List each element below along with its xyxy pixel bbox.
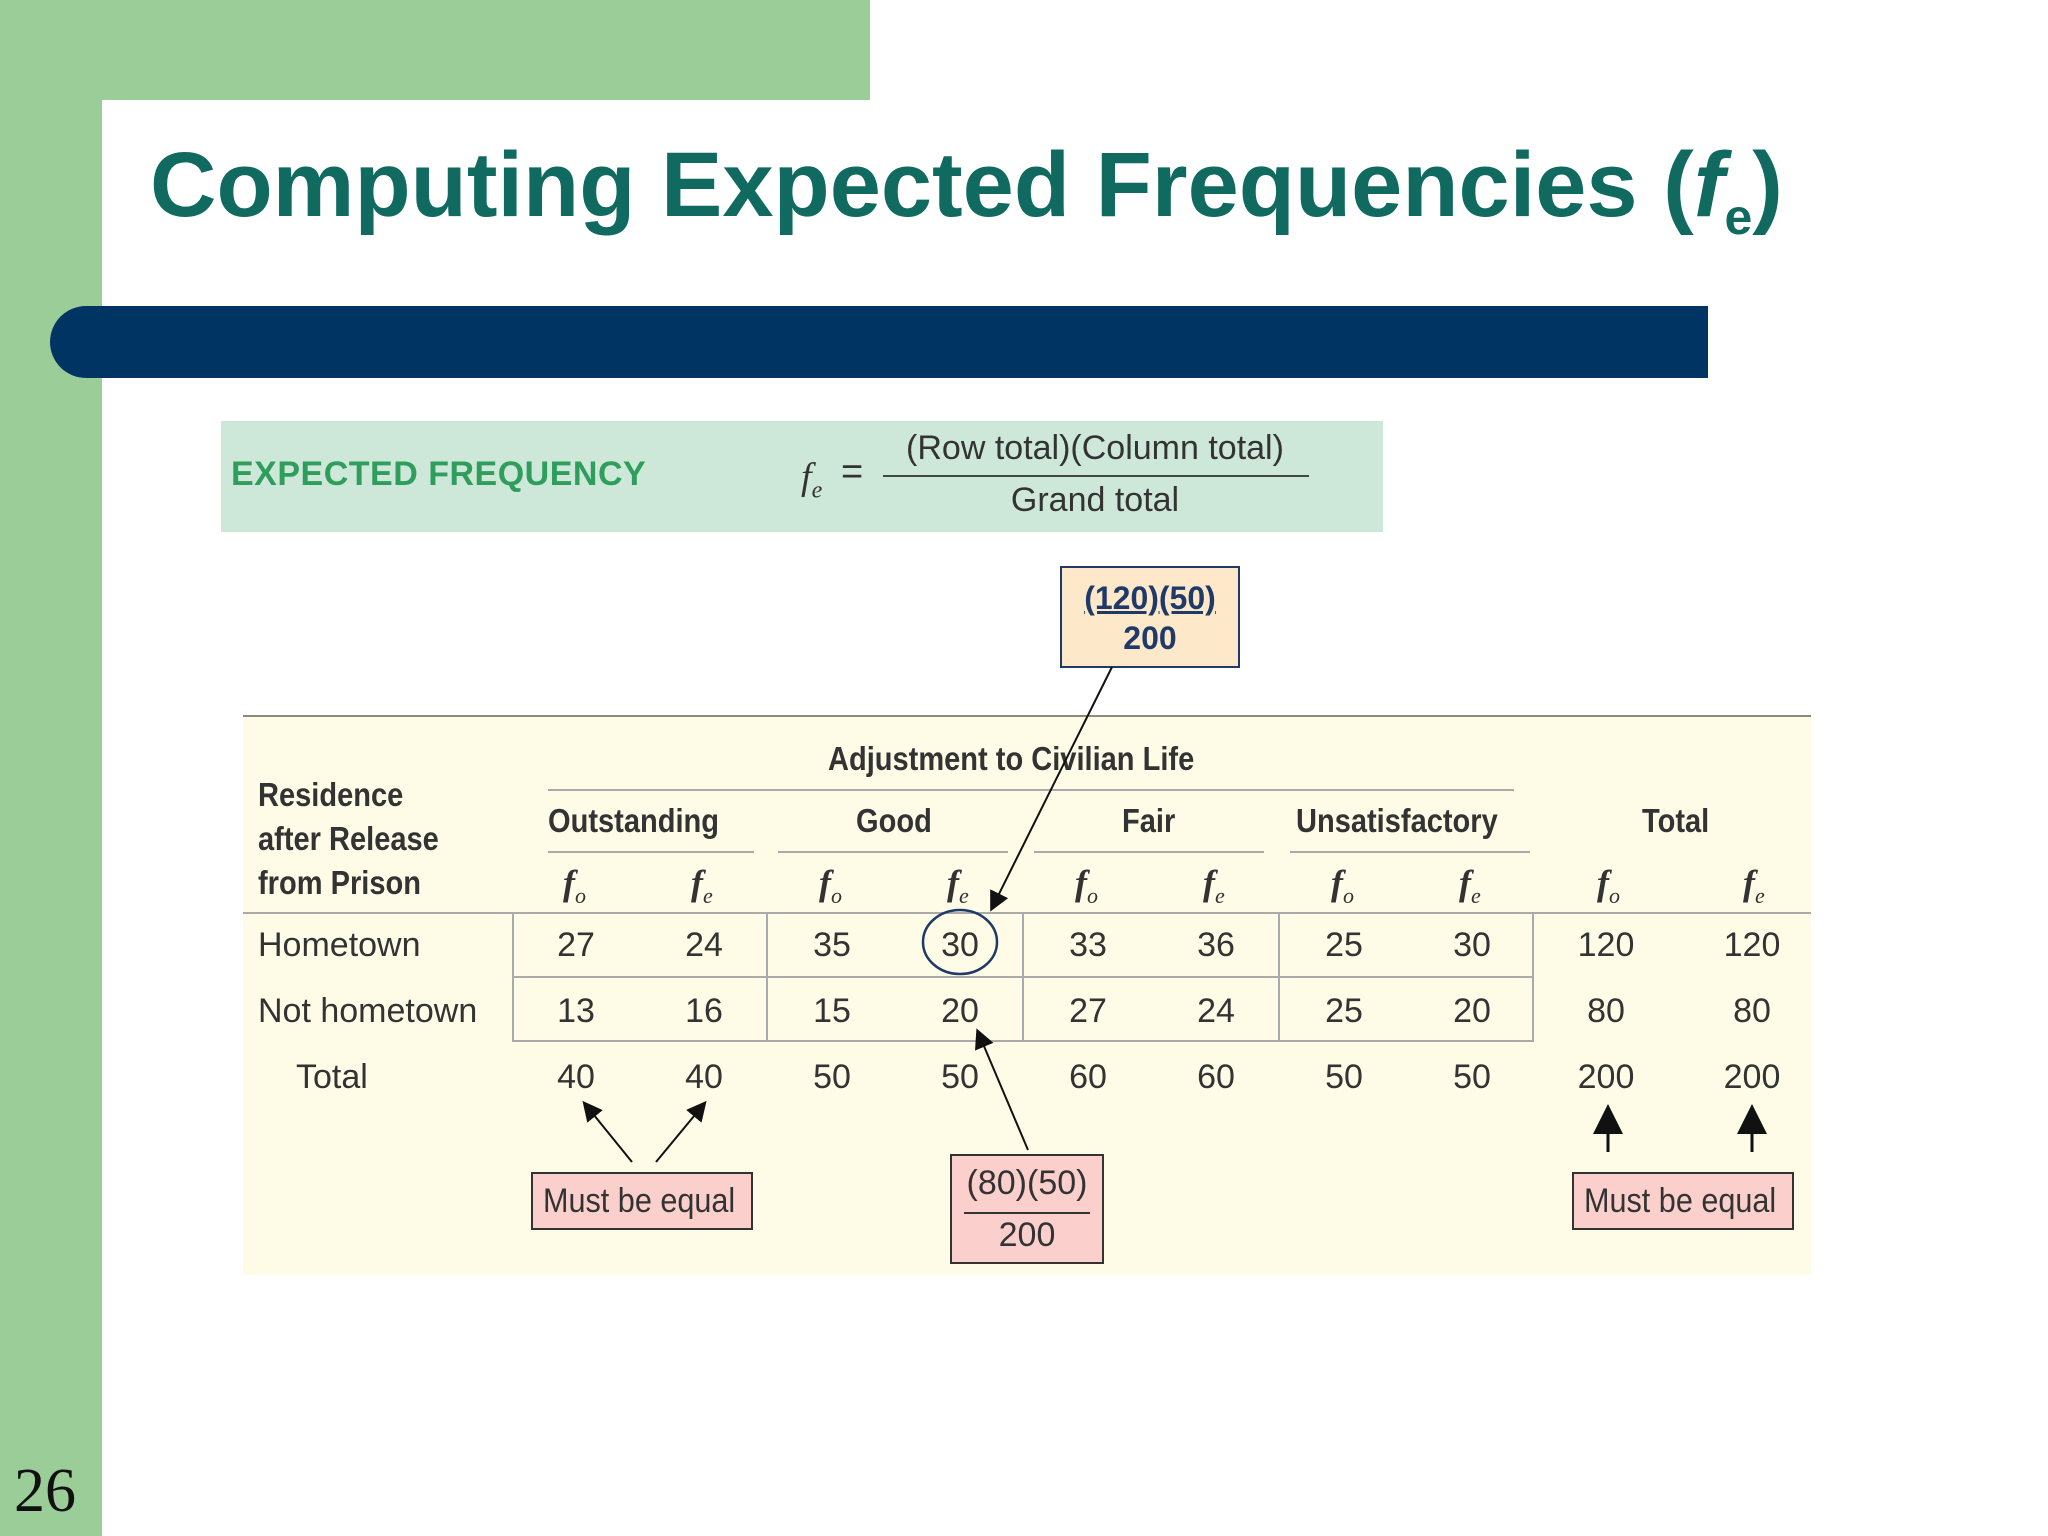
row-label-not-hometown: Not hometown [258, 992, 478, 1030]
subheader-fo: fo [1331, 863, 1354, 909]
callout-hometown-good-calc: (120)(50) 200 [1060, 566, 1240, 668]
header-bottom-rule [243, 912, 1811, 914]
callout-fraction-line [964, 1212, 1090, 1214]
table-cell-total: 50 [1453, 1058, 1491, 1096]
column-divider [766, 912, 768, 1042]
callout-numerator: (80)(50) [966, 1164, 1088, 1202]
subheader-fo: fo [1597, 863, 1620, 909]
row-label-total: Total [296, 1058, 368, 1096]
formula-equals: = [841, 451, 864, 493]
table-cell: 16 [685, 992, 723, 1030]
table-cell-total: 200 [1723, 1058, 1781, 1096]
subheader-fe: fe [1743, 863, 1765, 909]
table-cell: 24 [1197, 992, 1235, 1030]
callout-numerator: (120)(50) [1084, 580, 1216, 616]
must-be-equal-label: Must be equal [543, 1182, 736, 1220]
group-header-outstanding: Outstanding [548, 802, 719, 839]
group-rule-outstanding [548, 851, 754, 853]
table-cell: 30 [1453, 926, 1491, 964]
must-be-equal-label: Must be equal [1584, 1182, 1777, 1220]
formula-lhs: fe [801, 456, 823, 504]
table-cell: 36 [1197, 926, 1235, 964]
callout-denominator: 200 [1123, 620, 1177, 656]
row-header-line-3: from Prison [258, 864, 421, 901]
group-header-fair: Fair [1122, 802, 1176, 839]
row-header-line-1: Residence [258, 776, 404, 813]
table-cell-total: 40 [557, 1058, 595, 1096]
group-header-unsatisfactory: Unsatisfactory [1296, 802, 1498, 839]
subheader-fe: fe [947, 863, 969, 909]
table-cell-highlighted: 30 [941, 926, 979, 964]
super-header-rule [548, 789, 1514, 791]
table-cell: 80 [1733, 992, 1771, 1030]
table-cell-total: 50 [1325, 1058, 1363, 1096]
row-header-line-2: after Release [258, 820, 439, 857]
must-be-equal-box-left: Must be equal [531, 1172, 753, 1230]
formula-numerator: (Row total)(Column total) [906, 429, 1284, 467]
title-underline-bar [50, 306, 1708, 378]
green-sidebar [0, 0, 102, 1536]
table-cell: 25 [1325, 992, 1363, 1030]
subheader-fe: fe [1459, 863, 1481, 909]
must-be-equal-box-right: Must be equal [1572, 1172, 1794, 1230]
subheader-fo: fo [563, 863, 586, 909]
expected-frequency-formula: EXPECTED FREQUENCY fe = (Row total)(Colu… [221, 421, 1383, 532]
group-rule-fair [1034, 851, 1264, 853]
table-cell: 35 [813, 926, 851, 964]
callout-denominator: 200 [998, 1216, 1056, 1254]
green-top-band [0, 0, 870, 100]
table-cell-total: 60 [1069, 1058, 1107, 1096]
table-cell-total: 50 [813, 1058, 851, 1096]
column-divider [1278, 912, 1280, 1042]
group-header-good: Good [856, 802, 932, 839]
group-rule-unsatisfactory [1290, 851, 1530, 853]
table-cell: 80 [1587, 992, 1625, 1030]
table-top-rule [243, 715, 1811, 717]
table-cell: 24 [685, 926, 723, 964]
subheader-fo: fo [1075, 863, 1098, 909]
row-label-hometown: Hometown [258, 926, 421, 964]
table-cell: 120 [1577, 926, 1635, 964]
slide-title: Computing Expected Frequencies (fe) [150, 134, 1783, 245]
table-cell: 27 [557, 926, 595, 964]
formula-fraction-line [883, 475, 1309, 477]
column-divider [1022, 912, 1024, 1042]
subheader-fe: fe [1203, 863, 1225, 909]
table-cell: 15 [813, 992, 851, 1030]
column-divider [512, 912, 514, 1042]
table-cell: 120 [1723, 926, 1781, 964]
table-cell: 27 [1069, 992, 1107, 1030]
table-cell-total: 40 [685, 1058, 723, 1096]
group-header-total: Total [1642, 802, 1710, 839]
table-cell: 33 [1069, 926, 1107, 964]
super-header: Adjustment to Civilian Life [828, 740, 1195, 777]
table-cell-total: 200 [1577, 1058, 1635, 1096]
column-divider [1532, 912, 1534, 1042]
formula-label: EXPECTED FREQUENCY [231, 455, 647, 493]
group-rule-good [778, 851, 1008, 853]
formula-denominator: Grand total [1010, 481, 1180, 519]
table-cell: 20 [941, 992, 979, 1030]
table-cell-total: 50 [941, 1058, 979, 1096]
table-cell: 20 [1453, 992, 1491, 1030]
page-number: 26 [14, 1457, 76, 1525]
subheader-fo: fo [819, 863, 842, 909]
table-cell: 25 [1325, 926, 1363, 964]
table-cell-total: 60 [1197, 1058, 1235, 1096]
callout-not-hometown-good-calc: (80)(50) 200 [950, 1154, 1104, 1264]
subheader-fe: fe [691, 863, 713, 909]
table-cell: 13 [557, 992, 595, 1030]
